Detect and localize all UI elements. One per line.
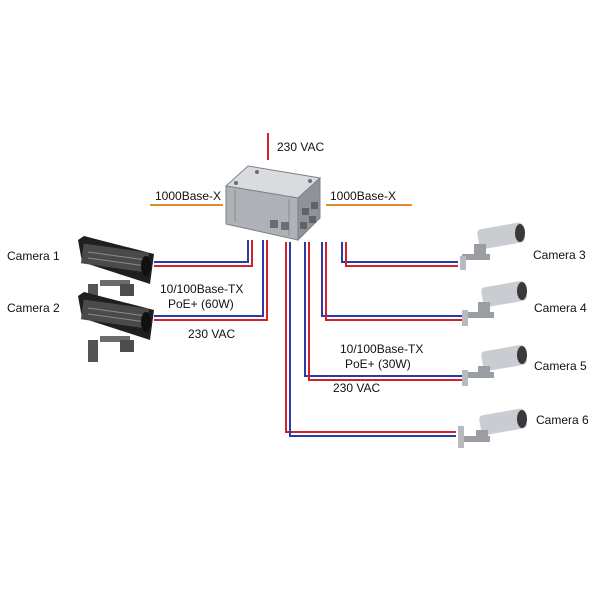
camera-5-device — [462, 344, 527, 386]
camera-1-label: Camera 1 — [7, 249, 60, 263]
camera-4-label: Camera 4 — [534, 301, 587, 315]
switch-enclosure — [224, 165, 322, 242]
right-group-line2: PoE+ (30W) — [345, 357, 411, 371]
uplink-left-label: 1000Base-X — [155, 189, 221, 203]
right-group-line1: 10/100Base-TX — [340, 342, 423, 356]
camera-2-device — [78, 292, 154, 362]
power-feed-label: 230 VAC — [277, 140, 324, 154]
cable-camera-4 — [321, 242, 462, 321]
camera-4-device — [462, 280, 527, 326]
cable-camera-3 — [341, 242, 458, 267]
left-group-power: 230 VAC — [188, 327, 235, 341]
uplink-right-label: 1000Base-X — [330, 189, 396, 203]
right-group-power: 230 VAC — [333, 381, 380, 395]
camera-6-device — [458, 408, 527, 448]
camera-5-label: Camera 5 — [534, 359, 587, 373]
cable-camera-2 — [154, 240, 268, 321]
camera-3-label: Camera 3 — [533, 248, 586, 262]
cable-camera-1 — [154, 240, 253, 267]
camera-3-device — [460, 222, 525, 270]
left-group-line2: PoE+ (60W) — [168, 297, 234, 311]
camera-2-label: Camera 2 — [7, 301, 60, 315]
cable-camera-6 — [285, 242, 456, 437]
camera-6-label: Camera 6 — [536, 413, 589, 427]
left-group-line1: 10/100Base-TX — [160, 282, 243, 296]
cable-camera-5 — [304, 242, 462, 381]
